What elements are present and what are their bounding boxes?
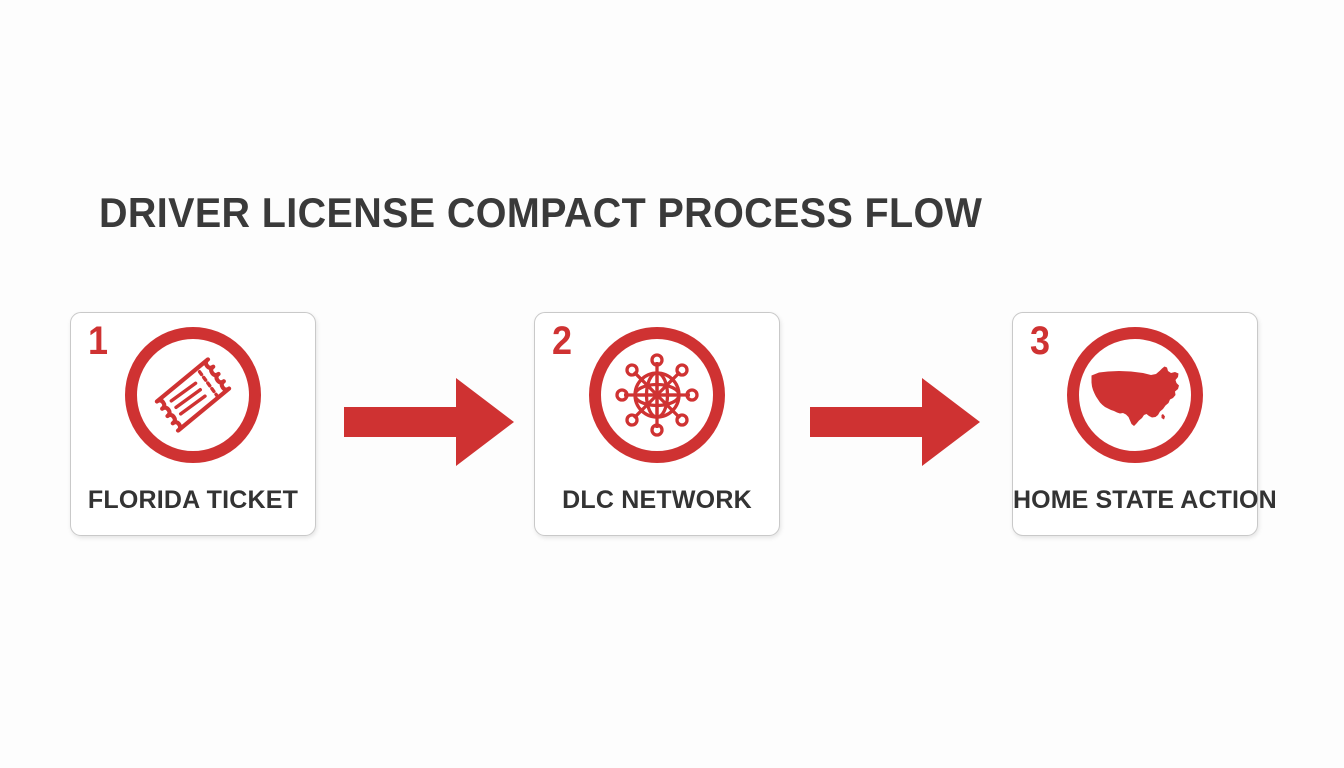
arrow-right-icon bbox=[344, 374, 514, 470]
step-number: 2 bbox=[552, 319, 573, 363]
step-label: DLC NETWORK bbox=[562, 486, 752, 514]
flow-row: 1 FLORIDA TICKET bbox=[0, 312, 1344, 536]
usa-map-icon bbox=[1059, 319, 1211, 471]
page-title: DRIVER LICENSE COMPACT PROCESS FLOW bbox=[99, 189, 983, 236]
step-card-florida-ticket[interactable]: 1 FLORIDA TICKET bbox=[70, 312, 316, 536]
step-number: 1 bbox=[88, 319, 109, 363]
step-label: FLORIDA TICKET bbox=[87, 486, 299, 514]
step-card-home-state-action[interactable]: 3 HOME STATE ACTION bbox=[1012, 312, 1277, 536]
step-card-dlc-network[interactable]: 2 bbox=[534, 312, 780, 536]
arrow-right-icon bbox=[810, 374, 980, 470]
step-number: 3 bbox=[1030, 319, 1051, 363]
globe-network-icon bbox=[581, 319, 733, 471]
step-label: HOME STATE ACTION bbox=[1013, 486, 1277, 514]
ticket-icon bbox=[117, 319, 269, 471]
